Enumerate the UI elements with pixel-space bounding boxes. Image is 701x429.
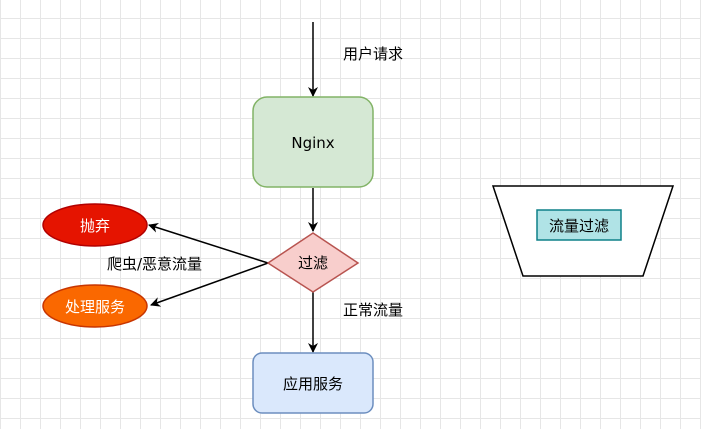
label-normal-traffic: 正常流量 xyxy=(343,301,403,319)
label-crawler-traffic: 爬虫/恶意流量 xyxy=(107,255,202,273)
app-service-label: 应用服务 xyxy=(283,375,343,393)
filter-decision-node xyxy=(266,232,360,293)
edge-filter-to-handle xyxy=(150,262,269,307)
edge-filter-to-discard xyxy=(148,222,269,264)
discard-node xyxy=(42,203,148,247)
app-service-node xyxy=(252,352,374,414)
label-user-request: 用户请求 xyxy=(343,45,403,63)
nginx-label: Nginx xyxy=(291,134,334,152)
discard-label: 抛弃 xyxy=(80,217,110,235)
handle-service-label: 处理服务 xyxy=(65,298,125,316)
traffic-filter-label: 流量过滤 xyxy=(549,217,609,235)
filter-label: 过滤 xyxy=(298,254,328,272)
traffic-filter-box xyxy=(536,209,622,241)
handle-service-node xyxy=(42,284,148,328)
nginx-node xyxy=(252,96,374,188)
